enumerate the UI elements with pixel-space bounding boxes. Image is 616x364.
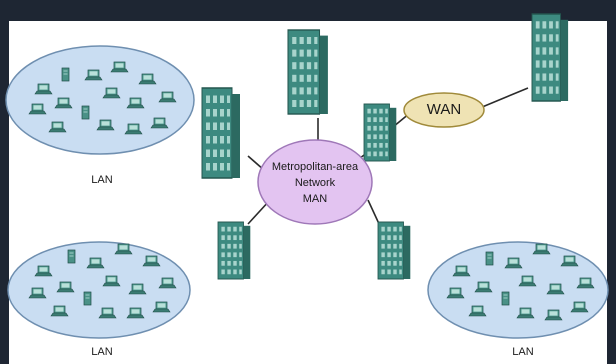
server-icon	[83, 291, 92, 306]
man-label: Metropolitan-area Network MAN	[250, 159, 380, 207]
man-label-line1: Metropolitan-area	[271, 161, 359, 173]
building-icon	[287, 29, 329, 115]
building-icon	[377, 221, 411, 280]
man-label-line2: Network	[294, 177, 336, 189]
lan-label: LAN	[91, 174, 113, 186]
wan-ellipse	[403, 92, 485, 128]
server-icon	[81, 105, 90, 120]
lan-label: LAN	[91, 346, 113, 358]
server-icon	[501, 291, 510, 306]
building-icon	[217, 221, 251, 280]
lan-label: LAN	[512, 346, 534, 358]
wan-label: WAN	[426, 101, 462, 118]
server-icon	[67, 249, 76, 264]
man-label-line3: MAN	[302, 193, 328, 205]
building-icon	[531, 13, 569, 102]
server-icon	[61, 67, 70, 82]
building-icon	[363, 103, 397, 162]
buildings	[201, 13, 569, 280]
man-ellipse	[257, 139, 373, 225]
server-icon	[485, 251, 494, 266]
building-icon	[201, 87, 241, 179]
